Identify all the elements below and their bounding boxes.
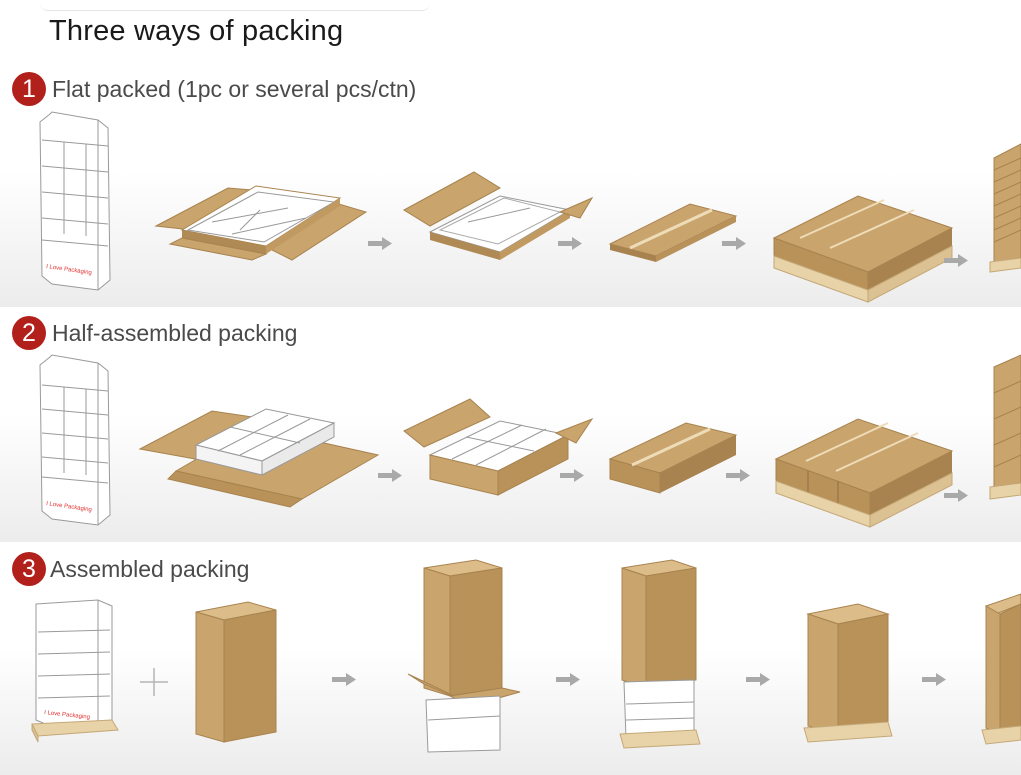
plus-icon — [140, 668, 168, 696]
carton-open-flat-icon — [154, 185, 368, 261]
arrow-right-icon — [332, 673, 356, 686]
half-assembled-illustration: I Love Packaging — [39, 354, 1021, 528]
carton-half-closed-icon — [403, 171, 594, 260]
arrow-right-icon — [746, 673, 770, 686]
display-stand-icon — [39, 354, 111, 526]
display-stand-icon — [39, 111, 111, 291]
arrow-right-icon — [726, 469, 750, 482]
carton-closing-icon — [403, 398, 594, 496]
arrow-right-icon — [368, 237, 392, 250]
carton-covered-display-icon — [619, 559, 701, 749]
section-label: Half-assembled packing — [52, 319, 298, 346]
display-stand-assembled-icon — [31, 599, 119, 743]
section-assembled: I Love Packaging — [0, 544, 1021, 775]
arrow-right-icon — [922, 673, 946, 686]
carton-open-dividers-icon — [138, 408, 380, 508]
flat-packed-illustration: I Love Packaging — [39, 111, 1021, 303]
display-text: I Love Packaging — [44, 710, 90, 721]
section-header: 3 Assembled packing — [12, 552, 249, 586]
top-rule — [40, 0, 430, 11]
section-header: 2 Half-assembled packing — [12, 316, 297, 350]
section-flat-packed: I Love Packaging — [0, 62, 1021, 307]
section-label: Flat packed (1pc or several pcs/ctn) — [52, 75, 417, 102]
section-half-assembled: I Love Packaging — [0, 309, 1021, 542]
section-label: Assembled packing — [50, 555, 250, 582]
arrow-right-icon — [558, 237, 582, 250]
carton-sealed-pallet-icon — [803, 603, 893, 743]
pallet-tall-stack-icon — [989, 354, 1021, 500]
arrow-right-icon — [378, 469, 402, 482]
page-title: Three ways of packing — [49, 15, 344, 47]
section-number-badge: 3 — [12, 552, 46, 586]
carton-sealed-icon — [608, 422, 738, 494]
carton-over-display-icon — [407, 559, 521, 753]
section-number-badge: 1 — [12, 72, 46, 106]
arrow-right-icon — [944, 489, 968, 502]
pallet-stack-icon — [772, 195, 954, 303]
section-header: 1 Flat packed (1pc or several pcs/ctn) — [12, 72, 416, 106]
carton-tall-icon — [195, 601, 277, 743]
arrow-right-icon — [556, 673, 580, 686]
pallet-tall-stack-icon — [989, 143, 1021, 273]
carton-final-icon — [981, 593, 1021, 745]
arrow-right-icon — [944, 254, 968, 267]
carton-sealed-flat-icon — [608, 203, 738, 262]
assembled-illustration: I Love Packaging — [31, 559, 1021, 753]
arrow-right-icon — [560, 469, 584, 482]
section-number-badge: 2 — [12, 316, 46, 350]
pallet-stack-icon — [774, 418, 954, 528]
arrow-right-icon — [722, 237, 746, 250]
